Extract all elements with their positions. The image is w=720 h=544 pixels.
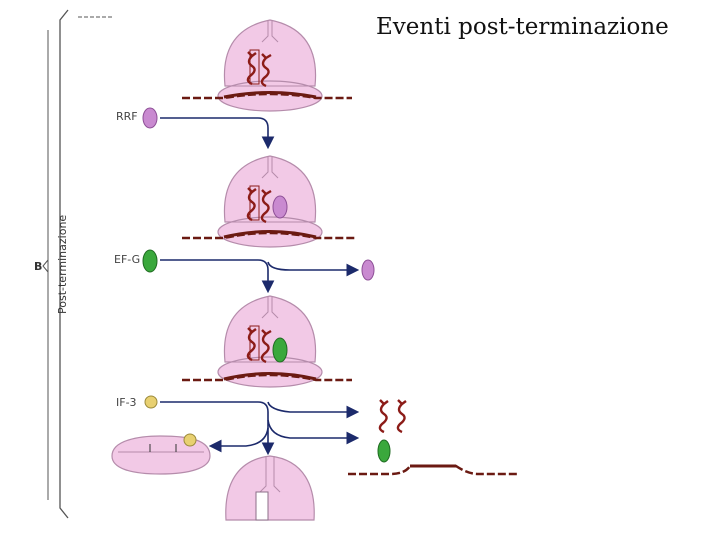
slide-title: Eventi post-terminazione [376,14,669,40]
section-bracket [42,9,112,519]
if3-arrow [144,395,360,456]
efg-label: EF-G [114,253,141,266]
section-letter: B [34,260,43,273]
ribosome-1 [182,19,352,112]
rrf-factor-icon [142,107,158,129]
released-efg-icon [377,439,391,463]
efg-arrow [142,249,375,294]
if3-factor-icon [144,395,158,409]
rrf-arrow [142,107,275,150]
released-rrf-icon [361,259,375,281]
if3-label: IF-3 [116,396,137,409]
bound-efg-icon [272,337,288,363]
small-subunit-if3 [111,433,211,475]
released-products [348,399,518,476]
ribosome-2 [182,155,356,248]
efg-factor-icon [142,249,158,273]
bound-if3-icon [183,433,197,447]
large-subunit [225,455,315,521]
bound-rrf-icon [272,195,288,219]
rrf-label: RRF [116,110,138,123]
ribosome-3 [182,295,352,388]
post-termination-label: Post-terminazione [56,214,69,314]
